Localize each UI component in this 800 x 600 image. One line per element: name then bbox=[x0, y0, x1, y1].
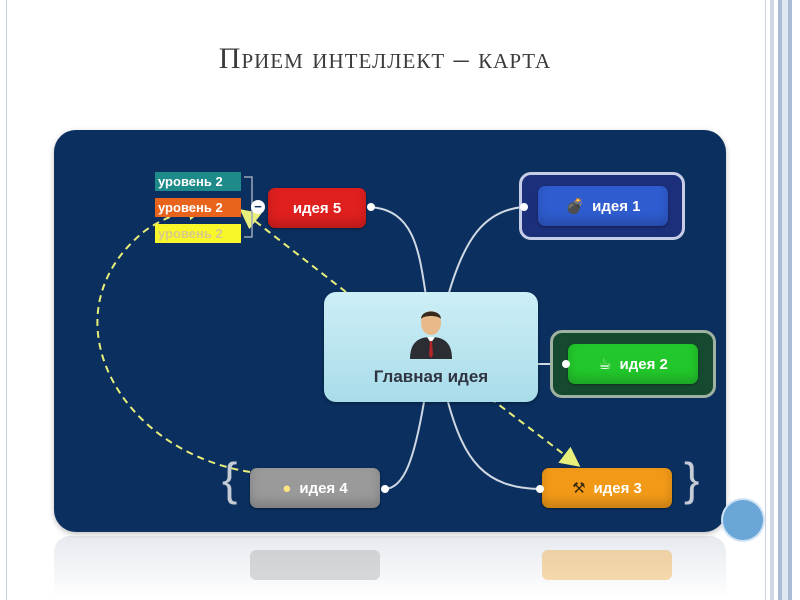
idea-2-label: идея 2 bbox=[619, 355, 668, 373]
mind-map-reflection bbox=[54, 536, 726, 600]
lightbulb-icon: ● bbox=[282, 479, 292, 497]
slide-nav-button[interactable] bbox=[723, 500, 763, 540]
idea-1-label: идея 1 bbox=[592, 197, 641, 215]
person-icon bbox=[410, 311, 452, 359]
link-idea3 bbox=[447, 401, 541, 490]
mind-map-panel: уровень 2 уровень 2 уровень 2 − идея 5 💣… bbox=[54, 130, 726, 532]
minus-icon: − bbox=[254, 199, 262, 214]
idea-3-reflection bbox=[542, 550, 672, 580]
idea-2-node[interactable]: ☕ идея 2 bbox=[568, 344, 698, 384]
idea-3-node[interactable]: ⚒ идея 3 bbox=[542, 468, 672, 508]
link-idea5 bbox=[369, 206, 427, 297]
mind-map-links bbox=[96, 176, 581, 490]
idea-4-reflection bbox=[250, 550, 380, 580]
idea-3-label: идея 3 bbox=[593, 479, 642, 497]
idea-4-connector-dot bbox=[381, 485, 389, 493]
central-idea-node[interactable]: Главная идея bbox=[324, 292, 538, 402]
brace-right-glyph: } bbox=[684, 453, 700, 505]
level-2-tag-yellow[interactable]: уровень 2 bbox=[155, 224, 241, 243]
idea-4-label: идея 4 bbox=[299, 479, 348, 497]
decorative-stripes bbox=[766, 0, 800, 600]
brace-left-glyph: { bbox=[222, 453, 238, 505]
coffee-cup-icon: ☕ bbox=[598, 355, 612, 373]
link-idea4 bbox=[384, 401, 425, 490]
slide-frame bbox=[6, 0, 766, 600]
slide-title: Прием интеллект – карта bbox=[218, 42, 552, 75]
idea-2-connector-dot bbox=[562, 360, 570, 368]
collapse-icon[interactable]: − bbox=[251, 200, 265, 214]
link-idea1 bbox=[447, 206, 525, 297]
dashed-arrow-idea4-loop bbox=[96, 200, 251, 473]
idea-5-node[interactable]: идея 5 bbox=[268, 188, 366, 228]
idea-4-node[interactable]: ● идея 4 bbox=[250, 468, 380, 508]
gavel-icon: ⚒ bbox=[572, 479, 586, 497]
level-2-tag-orange[interactable]: уровень 2 bbox=[155, 198, 241, 217]
dashed-arrow-to-level bbox=[239, 209, 347, 293]
bomb-icon: 💣 bbox=[565, 197, 585, 215]
idea-1-connector-dot bbox=[520, 203, 528, 211]
idea-1-node[interactable]: 💣 идея 1 bbox=[538, 186, 668, 226]
idea-4-left-brace: { bbox=[222, 456, 237, 502]
level-2-tag-teal[interactable]: уровень 2 bbox=[155, 172, 241, 191]
central-idea-label: Главная идея bbox=[373, 367, 489, 386]
idea-3-right-brace: } bbox=[684, 456, 699, 502]
dashed-arrow-to-idea3 bbox=[489, 397, 581, 467]
idea-3-connector-dot bbox=[536, 485, 544, 493]
idea-5-label: идея 5 bbox=[292, 199, 342, 217]
idea-5-connector-dot bbox=[367, 203, 375, 211]
